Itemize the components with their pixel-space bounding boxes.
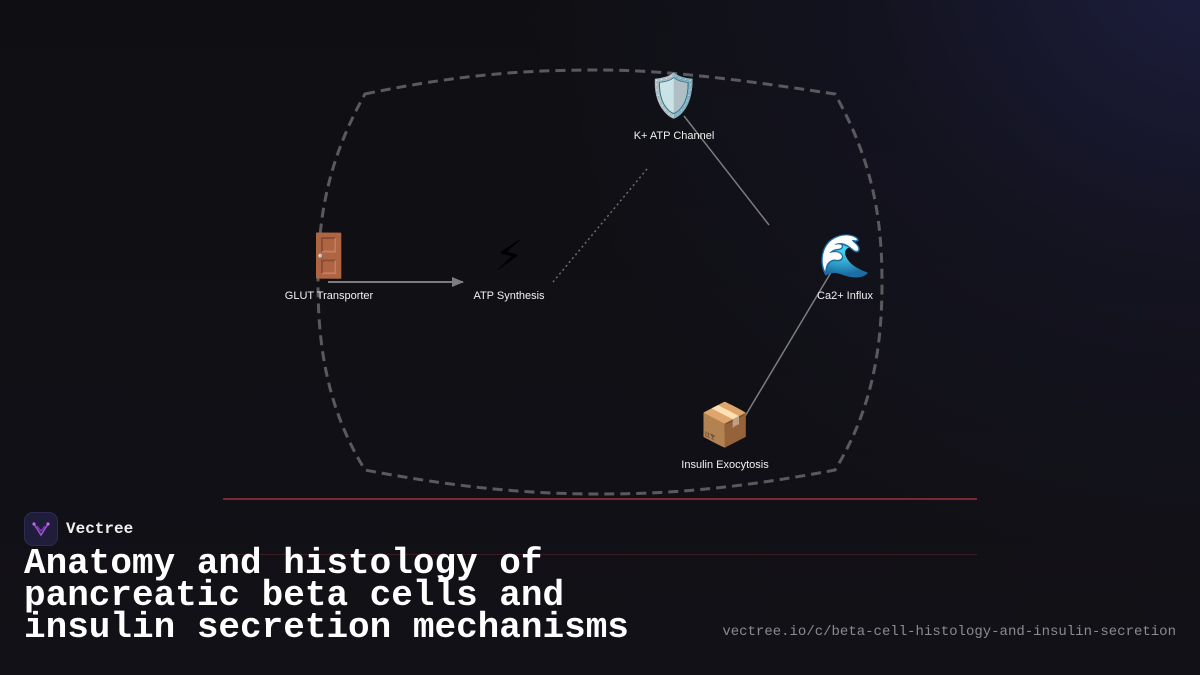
wave-icon: 🌊 — [818, 231, 872, 280]
cell-membrane-boundary — [316, 68, 884, 496]
accent-divider-bottom — [223, 554, 977, 555]
brand: Vectree — [24, 512, 133, 546]
node-insulin-exocytosis: 📦 Insulin Exocytosis — [681, 400, 769, 472]
lightning-icon: ⚡ — [494, 231, 524, 280]
door-icon: 🚪 — [302, 231, 356, 280]
node-glut-transporter: 🚪 GLUT Transporter — [284, 231, 374, 303]
shield-icon: 🛡️ — [647, 71, 701, 120]
edge-ca-to-insulin — [743, 263, 837, 419]
node-ca-influx: 🌊 Ca2+ Influx — [817, 231, 873, 303]
node-label: GLUT Transporter — [284, 290, 374, 302]
brand-name: Vectree — [66, 520, 134, 538]
page-title: Anatomy and histology of pancreatic beta… — [24, 543, 629, 648]
node-label: Insulin Exocytosis — [681, 459, 769, 471]
source-url[interactable]: vectree.io/c/beta-cell-histology-and-ins… — [722, 624, 1176, 640]
node-label: K+ ATP Channel — [633, 130, 715, 142]
node-label: ATP Synthesis — [473, 290, 545, 302]
edge-katp-to-ca — [683, 115, 770, 226]
node-atp-synthesis: ⚡ ATP Synthesis — [473, 231, 545, 303]
edge-atp-to-katp — [552, 168, 648, 283]
accent-divider-top — [223, 498, 977, 500]
node-label: Ca2+ Influx — [817, 290, 873, 302]
package-icon: 📦 — [698, 400, 752, 449]
vectree-logo-icon — [24, 512, 58, 546]
node-katp-channel: 🛡️ K+ ATP Channel — [633, 71, 715, 143]
